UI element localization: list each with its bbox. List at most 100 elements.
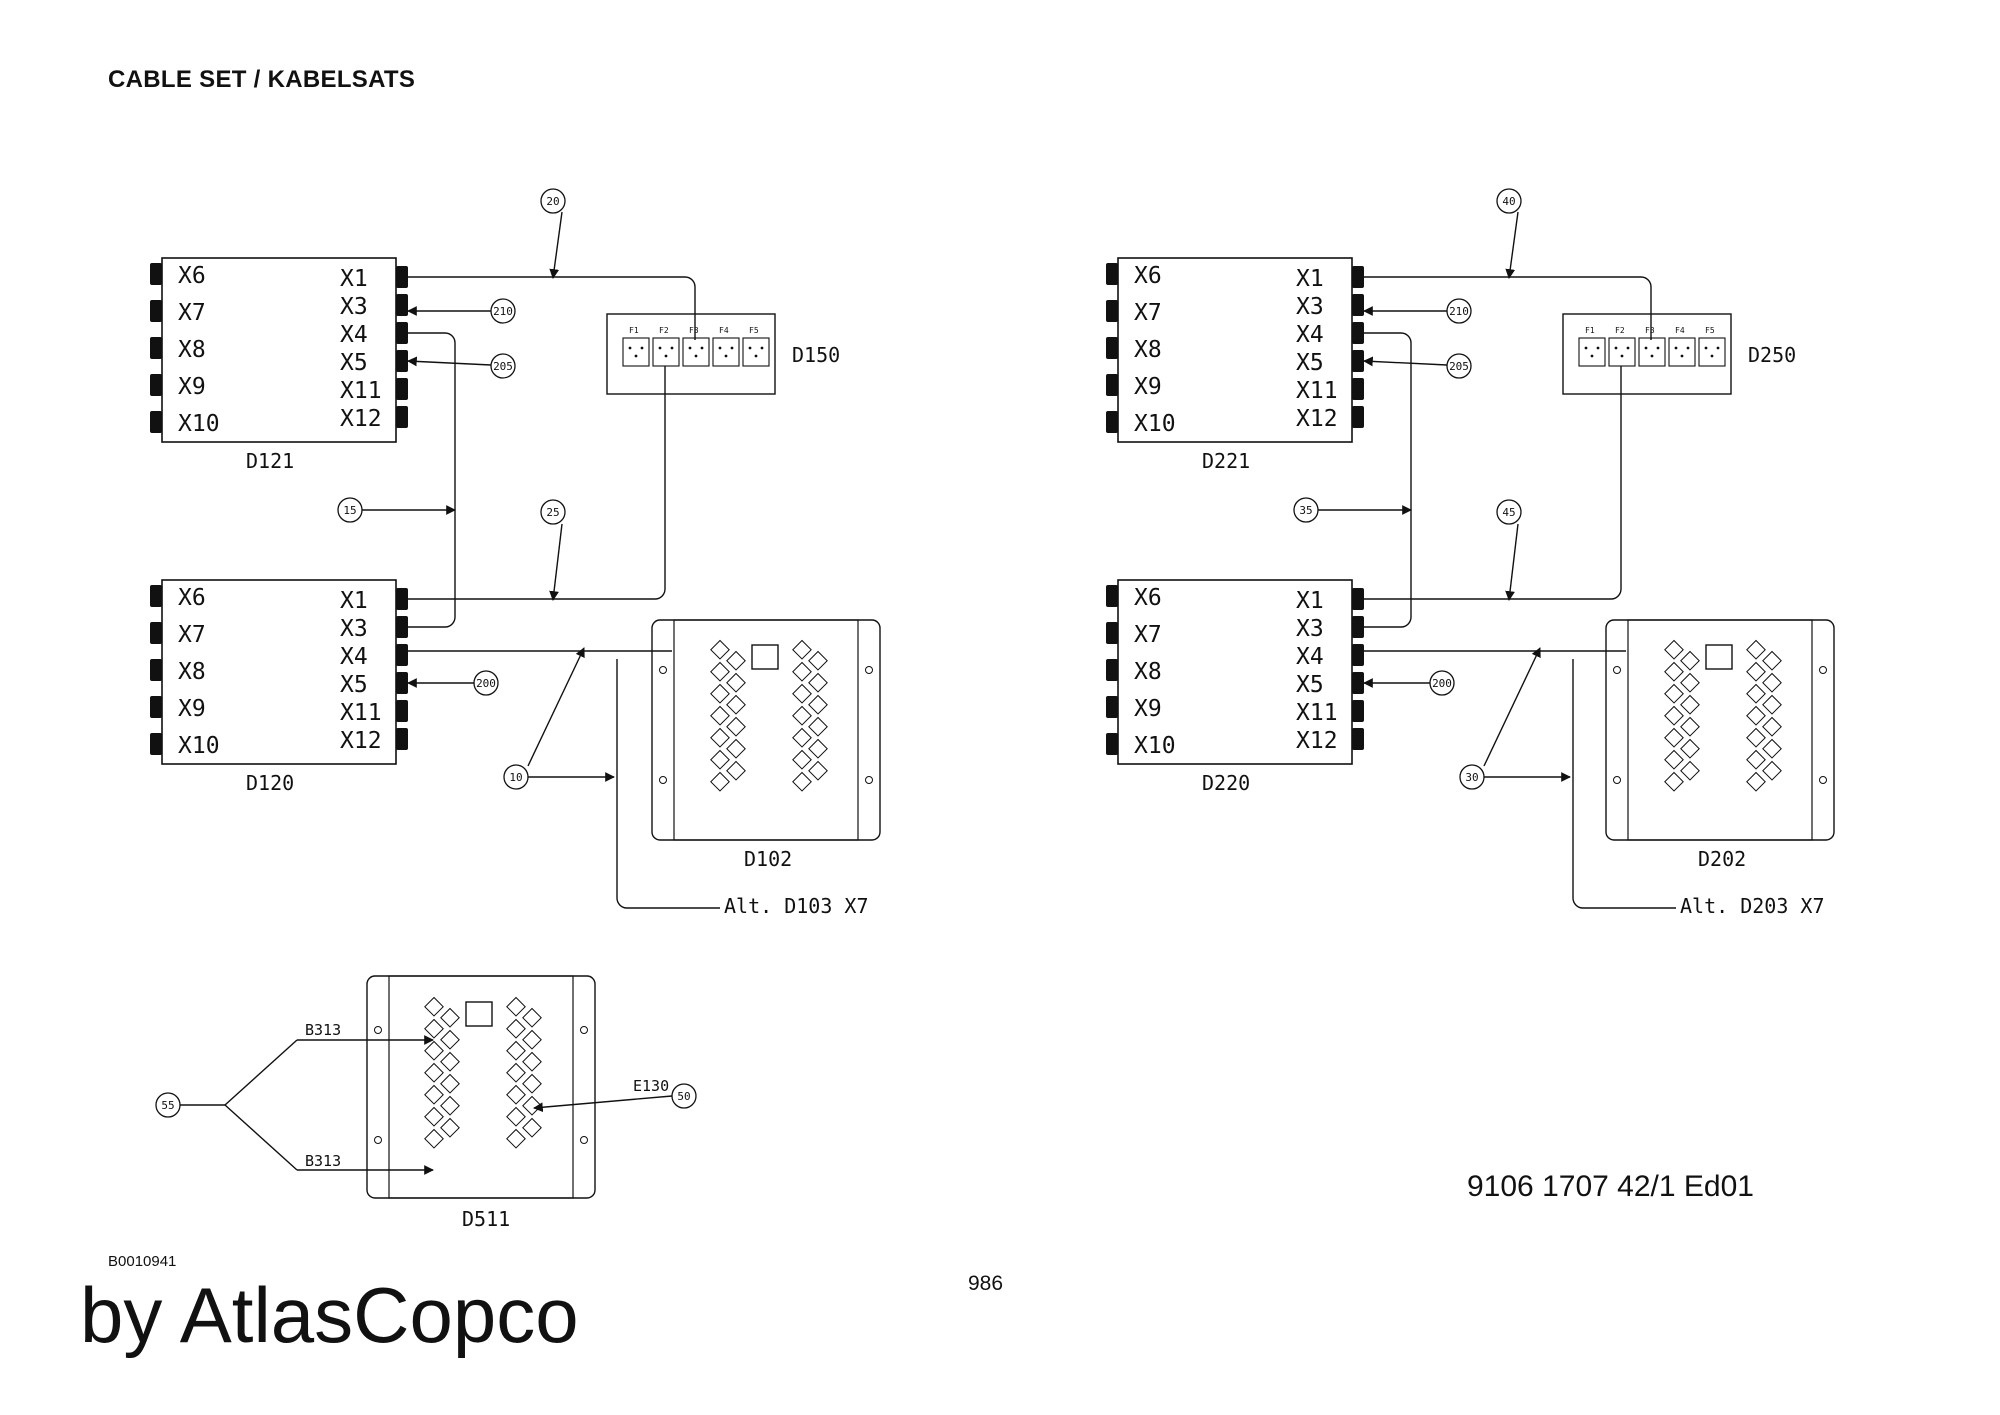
port-label: X8 xyxy=(1134,337,1162,363)
port-label: X8 xyxy=(178,659,206,685)
alt-connection-label: Alt. D203 X7 xyxy=(1680,894,1825,918)
control-unit-d120: X6 X7 X8 X9 X10 X1 X3 X4 X5 X11 X12 D120 xyxy=(150,579,408,795)
port-label: X7 xyxy=(1134,622,1162,648)
callouts-bottom: 55 50 xyxy=(155,1083,697,1118)
port-label: X1 xyxy=(340,266,368,292)
port-label: X1 xyxy=(1296,588,1324,614)
port-label: X6 xyxy=(1134,585,1162,611)
callout-number: 205 xyxy=(1449,360,1469,373)
wiring-left xyxy=(362,211,720,909)
wire-label: B313 xyxy=(305,1021,341,1039)
port-label: X5 xyxy=(340,350,368,376)
callout-number: 205 xyxy=(493,360,513,373)
fuse-slot-label: F2 xyxy=(659,326,669,335)
port-label: X6 xyxy=(178,585,206,611)
callout-55: 55 xyxy=(155,1092,181,1118)
callout-200: 200 xyxy=(1429,670,1455,696)
callout-number: 210 xyxy=(1449,305,1469,318)
port-label: X10 xyxy=(1134,733,1176,759)
callout-number: 200 xyxy=(476,677,496,690)
callout-210: 210 xyxy=(1446,298,1472,324)
fuse-slot-label: F3 xyxy=(1645,326,1655,335)
callout-number: 55 xyxy=(161,1099,174,1112)
port-label: X7 xyxy=(178,622,206,648)
fuse-slot-label: F3 xyxy=(689,326,699,335)
alt-connection-label: Alt. D103 X7 xyxy=(724,894,869,918)
port-label: X8 xyxy=(1134,659,1162,685)
callout-10: 10 xyxy=(503,764,529,790)
port-label: X12 xyxy=(340,406,382,432)
unit-name: D102 xyxy=(744,847,792,871)
port-label: X10 xyxy=(1134,411,1176,437)
unit-name: D250 xyxy=(1748,343,1796,367)
callout-number: 200 xyxy=(1432,677,1452,690)
port-label: X1 xyxy=(340,588,368,614)
unit-name: D202 xyxy=(1698,847,1746,871)
unit-name: D121 xyxy=(246,449,294,473)
fuse-slot-label: F1 xyxy=(1585,326,1595,335)
callout-number: 15 xyxy=(343,504,356,517)
port-label: X10 xyxy=(178,411,220,437)
port-label: X5 xyxy=(340,672,368,698)
callout-number: 210 xyxy=(493,305,513,318)
port-label: X3 xyxy=(340,294,368,320)
port-label: X7 xyxy=(1134,300,1162,326)
port-label: X5 xyxy=(1296,672,1324,698)
callout-45: 45 xyxy=(1496,499,1522,525)
fuse-box-d250: F1 F2 F3 F4 F5 D250 xyxy=(1562,313,1796,395)
callout-number: 10 xyxy=(509,771,522,784)
io-module-d202: D202 xyxy=(1605,619,1835,871)
callout-20: 20 xyxy=(540,188,566,214)
port-label: X12 xyxy=(1296,728,1338,754)
port-label: X5 xyxy=(1296,350,1324,376)
callout-number: 45 xyxy=(1502,506,1515,519)
port-label: X9 xyxy=(1134,374,1162,400)
callout-number: 35 xyxy=(1299,504,1312,517)
callout-number: 50 xyxy=(677,1090,690,1103)
port-label: X11 xyxy=(340,378,382,404)
port-label: X4 xyxy=(1296,644,1324,670)
unit-name: D220 xyxy=(1202,771,1250,795)
part-number: 9106 1707 42/1 Ed01 xyxy=(1467,1170,1754,1203)
fuse-slot-label: F5 xyxy=(749,326,759,335)
port-label: X3 xyxy=(1296,616,1324,642)
callout-35: 35 xyxy=(1293,497,1319,523)
port-label: X4 xyxy=(340,644,368,670)
callout-200: 200 xyxy=(473,670,499,696)
unit-name: D511 xyxy=(462,1207,510,1231)
fuse-slot-label: F1 xyxy=(629,326,639,335)
callout-50: 50 xyxy=(671,1083,697,1109)
port-label: X6 xyxy=(1134,263,1162,289)
callout-number: 30 xyxy=(1465,771,1478,784)
callout-40: 40 xyxy=(1496,188,1522,214)
fuse-box-d150: F1 F2 F3 F4 F5 D150 xyxy=(606,313,840,395)
fuse-slot-label: F4 xyxy=(719,326,729,335)
control-unit-d221: X6 X7 X8 X9 X10 X1 X3 X4 X5 X11 X12 D221 xyxy=(1106,257,1364,473)
callout-205: 205 xyxy=(490,353,516,379)
callout-30: 30 xyxy=(1459,764,1485,790)
callout-number: 25 xyxy=(546,506,559,519)
unit-name: D221 xyxy=(1202,449,1250,473)
document-reference: B0010941 xyxy=(108,1253,177,1270)
page-title: CABLE SET / KABELSATS xyxy=(108,66,416,93)
port-label: X4 xyxy=(1296,322,1324,348)
port-label: X11 xyxy=(340,700,382,726)
callouts-left: 20 210 205 15 25 200 10 xyxy=(337,188,566,790)
brand-footer: by AtlasCopco xyxy=(80,1271,579,1359)
port-label: X9 xyxy=(1134,696,1162,722)
wire-label: E130 xyxy=(633,1077,669,1095)
callout-15: 15 xyxy=(337,497,363,523)
fuse-slot-label: F5 xyxy=(1705,326,1715,335)
wire-label: B313 xyxy=(305,1152,341,1170)
port-label: X4 xyxy=(340,322,368,348)
control-unit-d121: X6 X7 X8 X9 X10 X1 X3 X4 X5 X11 X12 D121 xyxy=(150,257,408,473)
callout-210: 210 xyxy=(490,298,516,324)
control-unit-d220: X6 X7 X8 X9 X10 X1 X3 X4 X5 X11 X12 D220 xyxy=(1106,579,1364,795)
port-label: X8 xyxy=(178,337,206,363)
wiring-right xyxy=(1318,211,1676,909)
port-label: X12 xyxy=(1296,406,1338,432)
port-label: X3 xyxy=(1296,294,1324,320)
port-label: X9 xyxy=(178,696,206,722)
port-label: X11 xyxy=(1296,700,1338,726)
